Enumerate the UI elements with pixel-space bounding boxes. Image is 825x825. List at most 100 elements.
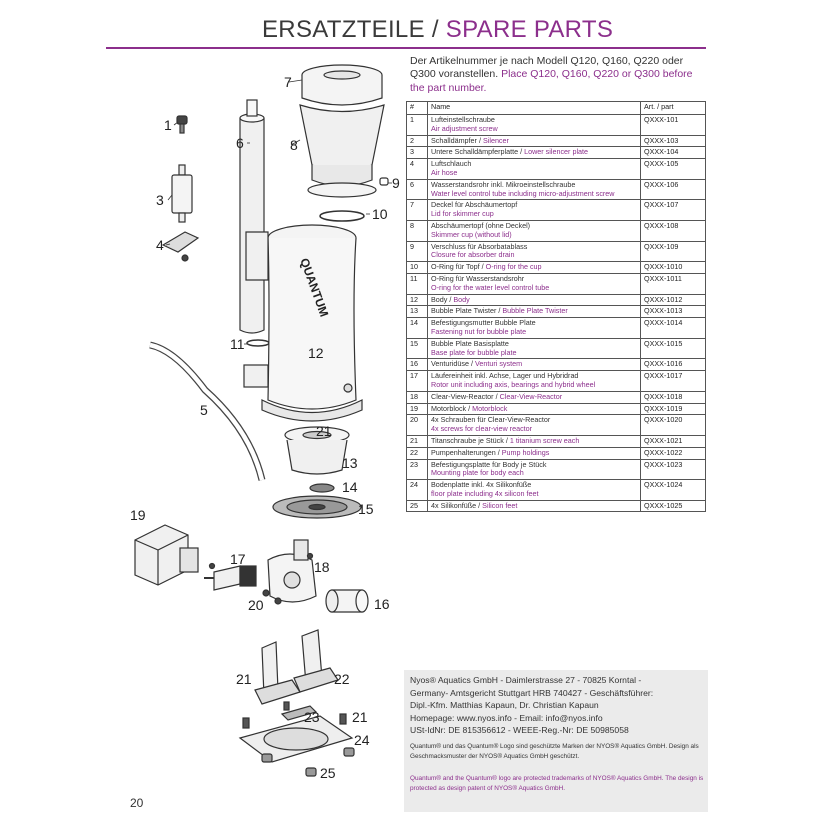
row-article-number: QXXX-103	[640, 134, 706, 148]
body-part	[243, 224, 363, 422]
part-label: 17	[230, 551, 246, 567]
row-article-number: QXXX-105	[640, 158, 706, 180]
part-label: 21	[352, 709, 368, 725]
part-label: 20	[248, 597, 264, 613]
title-en: SPARE PARTS	[445, 16, 614, 43]
row-name: 4x Silikonfüße / Silicon feet	[427, 499, 641, 513]
row-name-en: Closure for absorber drain	[431, 250, 515, 260]
row-number: 8	[406, 219, 428, 242]
row-number: 2	[406, 134, 428, 148]
row-name: Venturidüse / Venturi system	[427, 358, 641, 372]
part-label: 7	[284, 74, 292, 90]
part-label: 5	[200, 402, 208, 418]
part-label: 4	[156, 237, 164, 253]
row-name: Wasserstandsrohr inkl. Mikroeinstellschr…	[427, 178, 641, 201]
trademark-de: Quantum® und das Quantum® Logo sind gesc…	[410, 743, 699, 760]
row-number: 14	[406, 317, 428, 339]
row-name-en: 1 titanium screw each	[509, 435, 580, 445]
row-name-en: Mounting plate for body each	[431, 468, 524, 478]
row-article-number: QXXX-1016	[640, 358, 706, 372]
row-name-en: Body	[453, 294, 470, 304]
row-name-de: Titanschraube je Stück	[431, 435, 504, 445]
row-name-de: Verschluss für Absorbatablass	[431, 241, 528, 251]
row-article-number: QXXX-1022	[640, 446, 706, 460]
row-article-number: QXXX-107	[640, 199, 706, 221]
title-rule	[106, 47, 706, 49]
address-line: Dipl.-Kfm. Matthias Kapaun, Dr. Christia…	[410, 700, 599, 710]
pump-holding-right	[293, 629, 339, 693]
row-name-de: Pumpenhalterungen	[431, 447, 496, 457]
row-name-de: Luftschlauch	[431, 159, 472, 169]
part-label: 6	[236, 135, 244, 151]
row-article-number: QXXX-1014	[640, 317, 706, 339]
row-article-number: QXXX-106	[640, 178, 706, 201]
row-number: 22	[406, 446, 428, 460]
row-number: 12	[406, 293, 428, 307]
row-name-en: Lid for skimmer cup	[431, 209, 494, 219]
row-name-en: Pump holdings	[501, 447, 550, 457]
part-label: 10	[372, 206, 388, 222]
row-article-number: QXXX-1021	[640, 434, 706, 448]
silicon-feet-part	[261, 747, 355, 777]
row-name-en: Motorblock	[472, 403, 508, 413]
row-number: 15	[406, 337, 428, 360]
rotor-unit-part	[204, 565, 257, 591]
part-label: 15	[358, 501, 374, 517]
silencer-plate-part	[161, 231, 200, 262]
row-number: 4	[406, 158, 428, 180]
row-article-number: QXXX-1023	[640, 458, 706, 481]
address-line: Nyos® Aquatics GmbH - Daimlerstrasse 27 …	[410, 675, 642, 685]
row-number: 16	[406, 358, 428, 372]
row-name-en: Skimmer cup (without lid)	[431, 229, 512, 239]
row-number: 21	[406, 434, 428, 448]
adjustment-screw-part	[176, 115, 188, 134]
o-ring-tube	[246, 339, 270, 347]
row-name-en: Air adjustment screw	[431, 123, 498, 133]
o-ring-cup	[319, 210, 365, 222]
title-separator: /	[424, 16, 446, 43]
part-label: 18	[314, 559, 330, 575]
exploded-view-drawing: QUANTUM	[130, 64, 400, 781]
motor-block-part	[134, 524, 199, 586]
row-name-de: Befestigungsmutter Bubble Plate	[431, 318, 536, 328]
row-name-de: Bubble Plate Twister	[431, 306, 497, 316]
row-name-en: Water level control tube including micro…	[431, 188, 615, 198]
row-name-en: Lower silencer plate	[524, 147, 589, 157]
reactor-screws-part	[208, 552, 314, 605]
row-name-de: Body	[431, 294, 448, 304]
row-name-de: Venturidüse	[431, 359, 469, 369]
row-article-number: QXXX-1024	[640, 479, 706, 501]
row-number: 20	[406, 414, 428, 436]
row-name-de: Bodenplatte inkl. 4x Silikonfüße	[431, 480, 532, 490]
row-name: O-Ring für Topf / O-ring for the cup	[427, 261, 641, 274]
titanium-screws-part	[242, 701, 347, 729]
part-label: 22	[334, 671, 350, 687]
row-name: Body / Body	[427, 293, 641, 307]
row-number: 6	[406, 178, 428, 201]
pump-holding-left	[254, 641, 301, 705]
part-label: 1	[164, 117, 172, 133]
part-label: 21	[236, 671, 252, 687]
row-name-en: O-ring for the cup	[485, 262, 542, 272]
page-title: ERSATZTEILE / SPARE PARTS	[262, 16, 613, 44]
company-address: Nyos® Aquatics GmbH - Daimlerstrasse 27 …	[410, 674, 706, 737]
part-label: 14	[342, 479, 358, 495]
row-article-number: QXXX-1010	[640, 261, 706, 274]
row-number: 10	[406, 261, 428, 274]
